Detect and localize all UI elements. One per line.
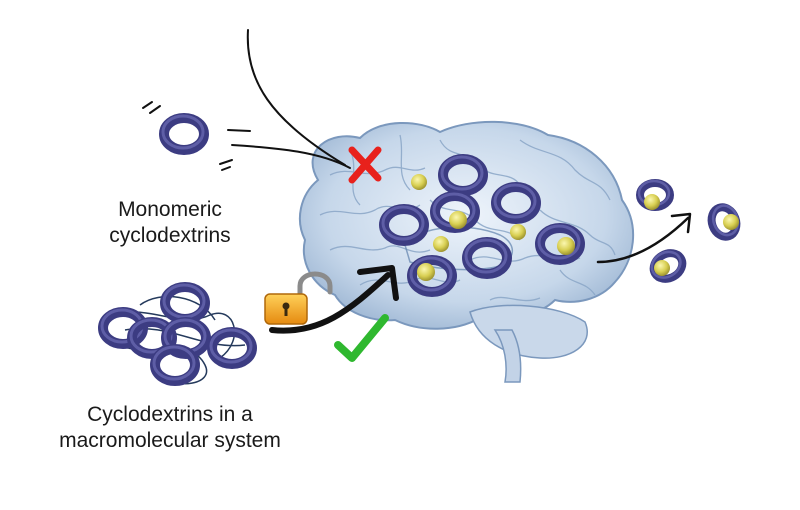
brain-cyclodextrins bbox=[383, 157, 580, 292]
check-mark-icon bbox=[334, 314, 389, 362]
padlock-open-icon bbox=[264, 271, 333, 325]
blocked-trajectory bbox=[231, 29, 351, 169]
monomeric-label-line-1: Monomeric bbox=[118, 198, 222, 221]
monomeric-cyclodextrin bbox=[142, 101, 251, 171]
entry-arrow bbox=[269, 265, 399, 334]
released-complexes bbox=[639, 181, 742, 284]
macromolecular-label-line-2: macromolecular system bbox=[59, 429, 281, 452]
macromolecular-label: Cyclodextrins in a macromolecular system bbox=[40, 402, 300, 454]
macromolecular-cyclodextrin-system bbox=[102, 285, 252, 384]
monomeric-label-line-2: cyclodextrins bbox=[109, 224, 231, 247]
exit-arrow bbox=[596, 212, 692, 264]
macromolecular-label-line-1: Cyclodextrins in a bbox=[87, 403, 253, 426]
cross-mark-icon bbox=[348, 146, 382, 184]
monomeric-label: Monomeric cyclodextrins bbox=[60, 197, 280, 249]
